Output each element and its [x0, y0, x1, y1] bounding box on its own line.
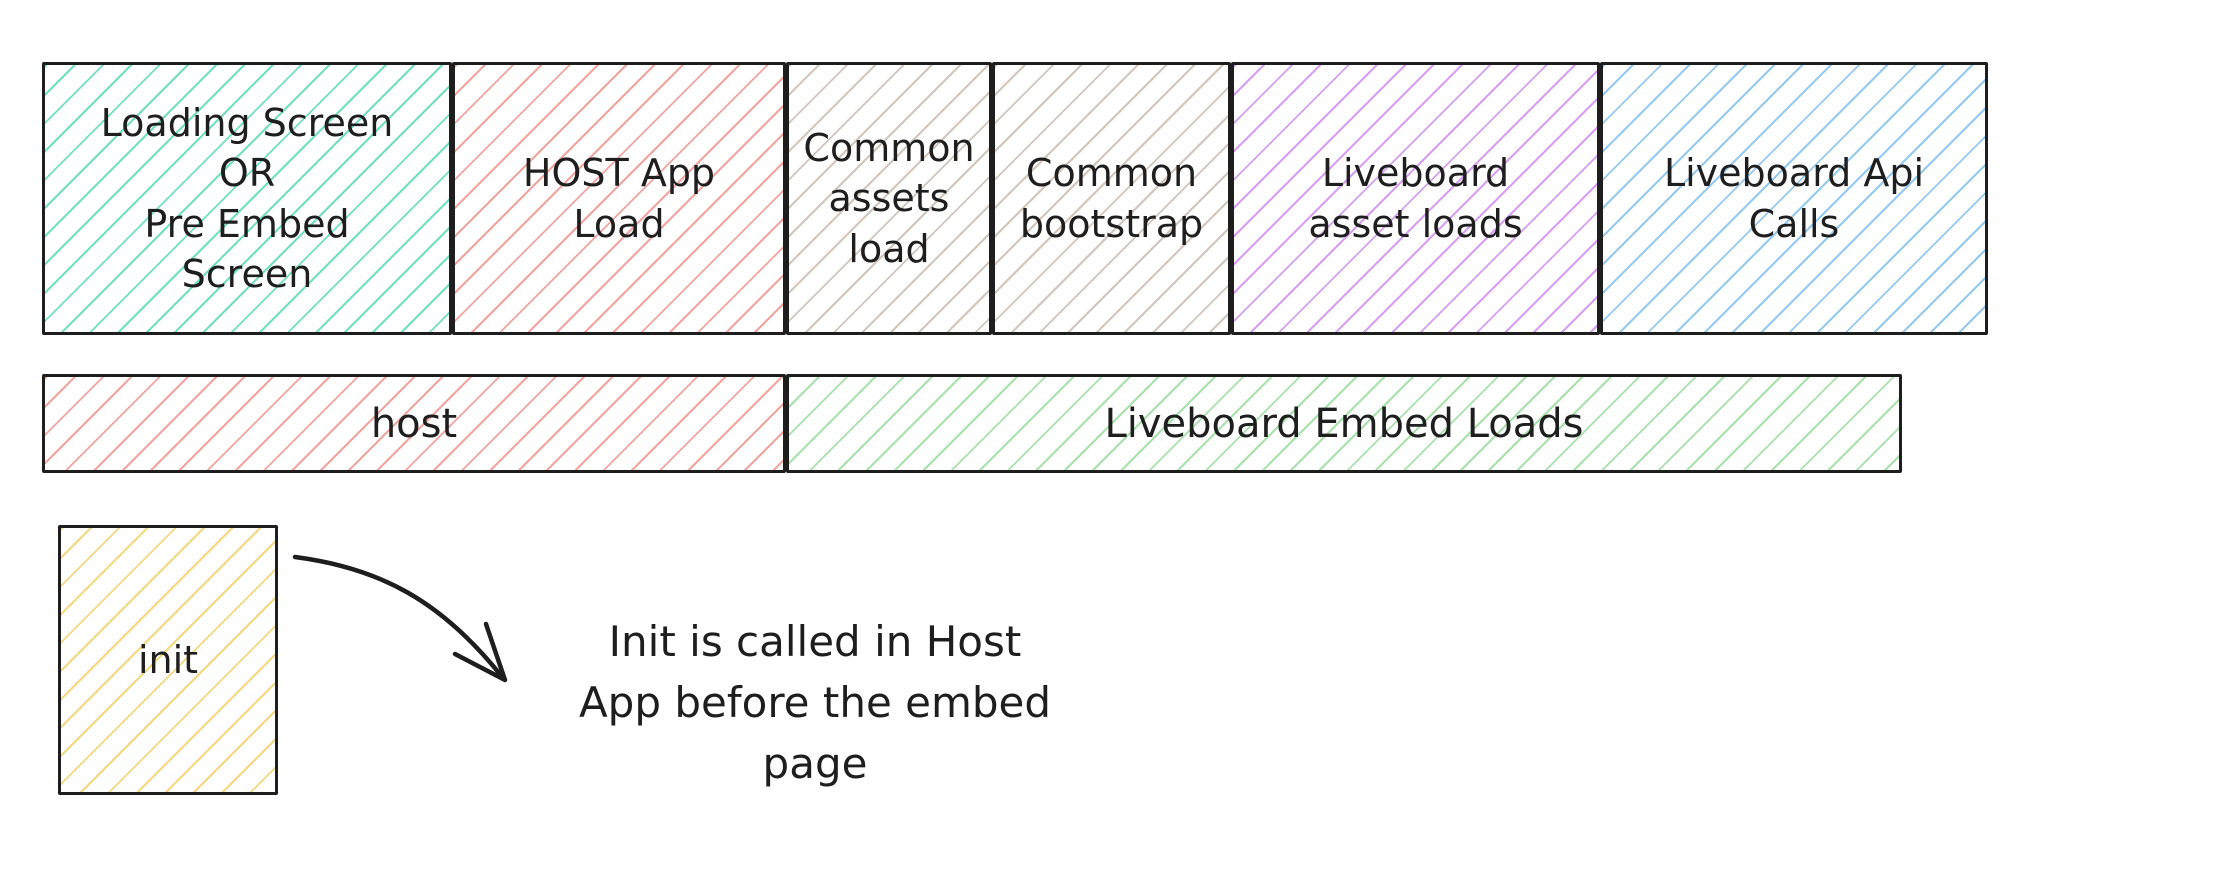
phase-box-common-bootstrap: Common bootstrap — [992, 62, 1231, 335]
phase-label-liveboard-api-calls: Liveboard Api Calls — [1663, 151, 1925, 246]
phase-box-liveboard-asset-loads: Liveboard asset loads — [1231, 62, 1600, 335]
curved-arrow-icon — [292, 554, 508, 683]
init-label: init — [137, 638, 199, 682]
phase-box-common-assets-load: Common assets load — [786, 62, 992, 335]
phase-label-loading-screen: Loading Screen OR Pre Embed Screen — [100, 101, 394, 296]
annotation-text: Init is called in Host App before the em… — [578, 617, 1052, 788]
phase-label-common-bootstrap: Common bootstrap — [1019, 151, 1204, 246]
phase-label-common-assets-load: Common assets load — [803, 126, 975, 271]
group-box-liveboard-embed-loads: Liveboard Embed Loads — [786, 374, 1902, 473]
group-timeline-row: host Liveboard Embed Loads — [42, 374, 1902, 473]
group-label-host: host — [370, 400, 458, 447]
phase-box-liveboard-api-calls: Liveboard Api Calls — [1600, 62, 1988, 335]
phase-box-host-app-load: HOST App Load — [452, 62, 786, 335]
phase-label-host-app-load: HOST App Load — [522, 151, 716, 246]
group-label-liveboard-embed-loads: Liveboard Embed Loads — [1104, 400, 1584, 447]
init-box: init — [58, 525, 278, 795]
phase-box-loading-screen: Loading Screen OR Pre Embed Screen — [42, 62, 452, 335]
phase-label-liveboard-asset-loads: Liveboard asset loads — [1308, 151, 1523, 246]
group-box-host: host — [42, 374, 786, 473]
phase-timeline-row: Loading Screen OR Pre Embed Screen HOST … — [42, 62, 1988, 335]
